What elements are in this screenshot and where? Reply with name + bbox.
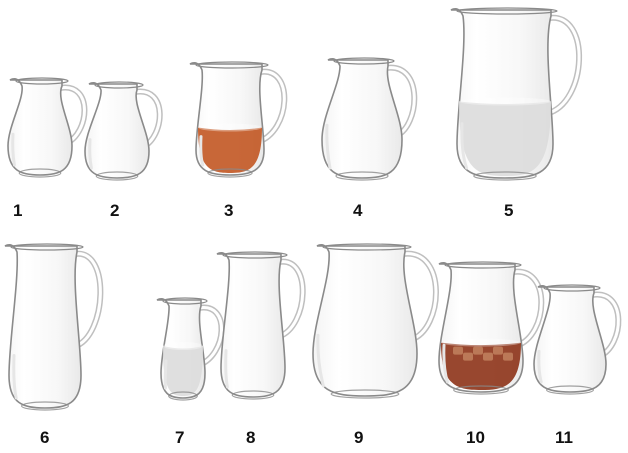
pitcher-base xyxy=(95,171,139,181)
pitcher-11 xyxy=(533,284,622,395)
pitcher-base xyxy=(335,171,389,181)
pitcher-3 xyxy=(189,61,288,178)
pitcher-handle-highlight xyxy=(73,252,102,348)
glass-reflection xyxy=(163,359,168,390)
pitcher-rim xyxy=(195,61,269,69)
pitcher-rim xyxy=(94,81,144,89)
glass-reflection xyxy=(224,349,229,389)
item-number-3: 3 xyxy=(224,201,234,220)
pitcher-rim xyxy=(456,7,558,15)
ice-cube xyxy=(503,352,513,361)
glass-reflection xyxy=(316,333,325,388)
pitcher-base xyxy=(207,168,253,178)
item-number-2: 2 xyxy=(110,201,120,220)
item-number-11: 11 xyxy=(555,428,573,447)
pitcher-liquid xyxy=(163,346,203,396)
pitcher-handle-highlight xyxy=(545,16,581,115)
glass-reflection xyxy=(325,123,332,170)
pitcher-rim xyxy=(333,57,395,65)
glass-reflection xyxy=(12,354,18,400)
glass-reflection xyxy=(537,349,543,384)
ice-cube xyxy=(483,352,493,361)
liquid-surface xyxy=(163,342,203,350)
pitcher-base xyxy=(330,389,400,399)
item-number-1: 1 xyxy=(13,201,23,220)
pitcher-6 xyxy=(4,243,104,411)
pitcher-rim xyxy=(222,251,288,259)
item-number-8: 8 xyxy=(246,428,256,447)
item-number-4: 4 xyxy=(353,201,363,220)
item-number-10: 10 xyxy=(466,428,485,447)
glass-reflection xyxy=(199,135,205,167)
glass-reflection xyxy=(88,138,93,170)
glass-reflection xyxy=(460,122,469,170)
pitcher-liquid xyxy=(459,101,551,176)
pitcher-rim xyxy=(444,261,522,269)
ice-cube xyxy=(473,346,483,355)
liquid-surface xyxy=(459,97,551,106)
pitcher-handle-highlight xyxy=(133,90,162,149)
pitcher-body xyxy=(84,82,150,179)
pitcher-liquid xyxy=(198,127,262,173)
pitcher-handle-highlight xyxy=(511,270,543,347)
item-number-9: 9 xyxy=(354,428,364,447)
pitcher-body xyxy=(312,244,418,397)
liquid-surface xyxy=(198,123,262,132)
pitcher-base xyxy=(453,385,509,395)
pitcher-8 xyxy=(216,251,306,400)
pitcher-rim xyxy=(10,243,84,251)
pitcher-handle-highlight xyxy=(384,66,416,138)
pitcher-base xyxy=(21,401,69,411)
pitcher-base xyxy=(18,168,62,178)
pitcher-body xyxy=(216,252,286,398)
pitcher-body xyxy=(7,78,73,176)
pitcher-handle-highlight xyxy=(590,293,620,358)
pitcher-rim xyxy=(322,243,412,251)
pitcher-rim xyxy=(162,297,208,305)
ice-cube xyxy=(453,346,463,355)
pitcher-rim xyxy=(15,77,69,85)
pitcher-handle-highlight xyxy=(58,86,86,145)
item-number-7: 7 xyxy=(175,428,185,447)
glass-reflection xyxy=(11,132,16,167)
liquid-surface xyxy=(441,338,521,347)
pitcher-rim xyxy=(543,284,601,292)
pitcher-1 xyxy=(7,77,88,178)
pitcher-handle-highlight xyxy=(401,252,438,342)
pitcher-body xyxy=(533,285,607,393)
pitcher-2 xyxy=(84,81,163,181)
pitcher-5 xyxy=(450,7,583,181)
pitcher-7 xyxy=(156,297,225,401)
ice-cube xyxy=(493,346,503,355)
pitcher-handle-highlight xyxy=(277,260,305,338)
pitcher-base xyxy=(545,385,594,395)
pitcher-handle-highlight xyxy=(256,70,286,144)
pitcher-handle-highlight xyxy=(197,306,223,367)
pitcher-base xyxy=(473,171,537,181)
pitcher-4 xyxy=(321,57,418,181)
ice-cube xyxy=(463,352,473,361)
pitcher-base xyxy=(231,390,275,400)
pitcher-body xyxy=(4,244,82,409)
pitcher-base xyxy=(168,391,198,401)
item-number-6: 6 xyxy=(40,428,50,447)
item-number-5: 5 xyxy=(504,201,514,220)
glass-reflection xyxy=(442,343,449,384)
pitcher-body xyxy=(321,58,403,179)
pitcher-10 xyxy=(438,261,545,395)
pitcher-9 xyxy=(312,243,439,399)
